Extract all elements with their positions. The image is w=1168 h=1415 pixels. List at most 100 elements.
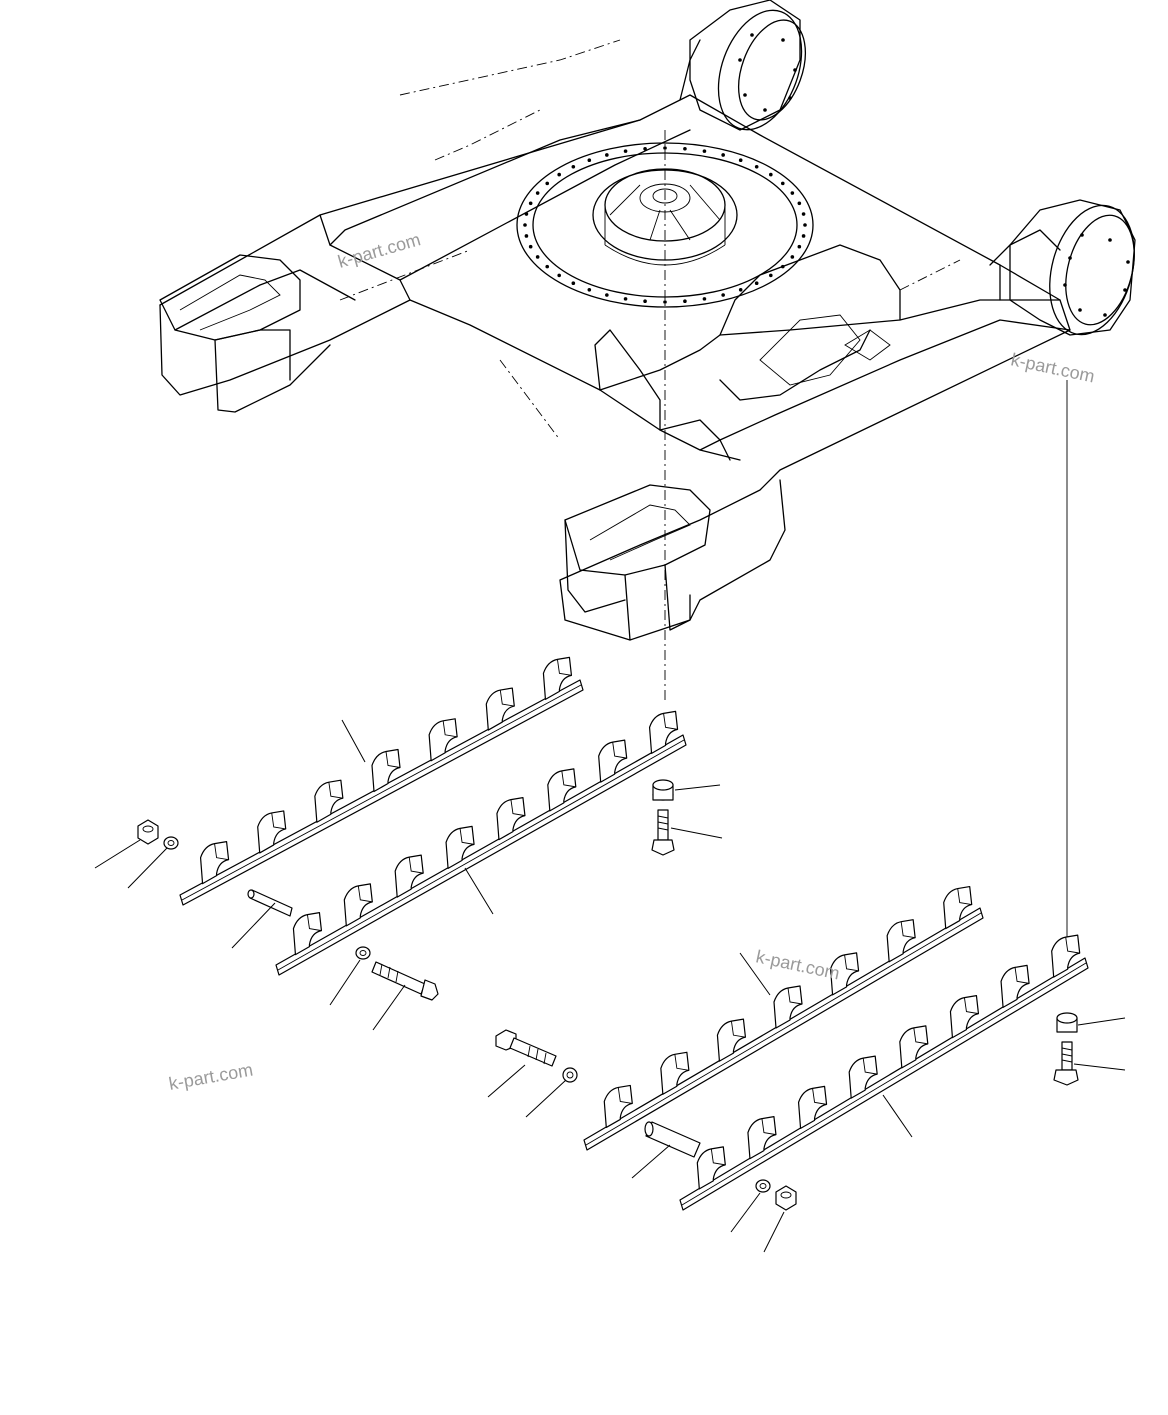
guard-bracket-edge [306, 914, 322, 932]
bolt-hole [1126, 260, 1130, 264]
bolt-hole [623, 297, 628, 301]
callout-leaders [94, 719, 1126, 1253]
bolt-hole [683, 146, 687, 151]
bolt-hole [780, 264, 785, 269]
guard-bracket [797, 1085, 828, 1129]
drive-housing-top [679, 0, 806, 131]
bolt-holes [523, 33, 1130, 317]
guard-bracket [547, 768, 577, 812]
bolt-hole [702, 149, 707, 153]
guard-bracket [445, 825, 475, 869]
track-guard-upper-right [275, 710, 687, 976]
pin-left [247, 889, 293, 917]
bolt-hole [797, 244, 802, 249]
spacer-upper [652, 779, 674, 801]
frame-end-right [564, 484, 711, 641]
guard-bracket-edge [761, 1118, 777, 1136]
guard-bracket-edge [710, 1148, 726, 1166]
bolt-hole [643, 299, 647, 304]
bolt-hole [781, 38, 785, 42]
bolt-hole [535, 191, 540, 195]
bolt-hole [702, 297, 707, 301]
bolt-hole [605, 153, 609, 157]
guard-bracket [343, 883, 373, 927]
guard-bracket-edge [499, 690, 515, 707]
bolt-hole [683, 299, 687, 304]
guard-bracket-edge [442, 720, 458, 738]
bolt-hole [557, 172, 561, 177]
guard-bracket [496, 797, 526, 841]
drive-housing-right [1009, 199, 1136, 336]
bolt-hole [754, 281, 759, 285]
bolt-hole [769, 172, 773, 177]
guard-bracket-edge [663, 713, 678, 730]
guard-rail-edge [277, 739, 685, 971]
guard-bracket [428, 718, 458, 762]
bolt-hole [523, 223, 527, 227]
bolt-hole [528, 244, 533, 249]
bolt-hole [571, 165, 576, 169]
bolt-hole [524, 212, 529, 216]
guard-bracket [660, 1051, 690, 1095]
guard-bracket [371, 748, 401, 793]
watermark-4: k-part.com [167, 1059, 254, 1093]
bolt-hole [1078, 308, 1082, 312]
guard-bracket [1051, 934, 1081, 978]
guard-bracket-edge [730, 1021, 746, 1038]
guard-bracket-edge [612, 742, 627, 759]
bolt-hole [797, 201, 802, 206]
bolt-hole [750, 33, 754, 37]
bolt-lower-left [495, 1029, 557, 1067]
bolt-hole [663, 146, 667, 150]
guard-bracket [716, 1018, 747, 1062]
guard-bracket-edge [328, 782, 343, 799]
guard-bracket [747, 1116, 777, 1160]
guard-bracket [485, 687, 515, 731]
bolt-hole [545, 181, 550, 186]
track-guard-lower-right [679, 934, 1089, 1211]
guard-bracket-edge [408, 857, 424, 874]
bolt-hole [793, 68, 797, 72]
guard-bracket [542, 656, 573, 700]
watermark-2: k-part.com [1009, 349, 1096, 386]
bolt-hole [524, 234, 529, 238]
guard-bracket [199, 841, 230, 885]
track-frame [159, 0, 1136, 700]
bolt-hole [587, 287, 592, 292]
bolt-hole [571, 281, 576, 285]
bolt-hole [623, 149, 628, 153]
spacer-right [1056, 1012, 1078, 1033]
guard-bracket [696, 1146, 726, 1190]
guard-bracket [848, 1055, 878, 1099]
guard-bracket-edge [674, 1054, 689, 1071]
washer-center [355, 946, 371, 960]
guard-rail-edge [585, 912, 982, 1146]
bolt-hole [663, 300, 667, 304]
guard-bracket [603, 1084, 633, 1129]
watermark-3: k-part.com [754, 946, 841, 983]
washer-lower-right [755, 1179, 771, 1193]
bolt-hole [643, 146, 647, 151]
guard-bracket-edge [510, 799, 526, 817]
guard-bracket-edge [385, 751, 401, 768]
guard-bracket [1000, 964, 1030, 1008]
bolt-hole [721, 293, 725, 297]
watermark-1: k-part.com [336, 229, 423, 272]
bolt-hole [738, 58, 742, 62]
guard-bracket-edge [1065, 937, 1080, 954]
bolt-hole [1080, 233, 1084, 237]
bolt-hole [738, 158, 743, 163]
guard-bracket-edge [1014, 967, 1030, 984]
bolt-hole [605, 293, 609, 297]
guard-bracket-edge [556, 659, 572, 676]
guard-bracket-edge [617, 1087, 633, 1104]
bolt-hole [754, 165, 759, 169]
bolt-hole [738, 287, 743, 292]
bolt-right [1053, 1041, 1079, 1086]
guard-bracket [829, 952, 860, 996]
bolt-hole [535, 255, 540, 259]
guard-bracket [314, 779, 344, 823]
track-guards [179, 656, 1089, 1211]
